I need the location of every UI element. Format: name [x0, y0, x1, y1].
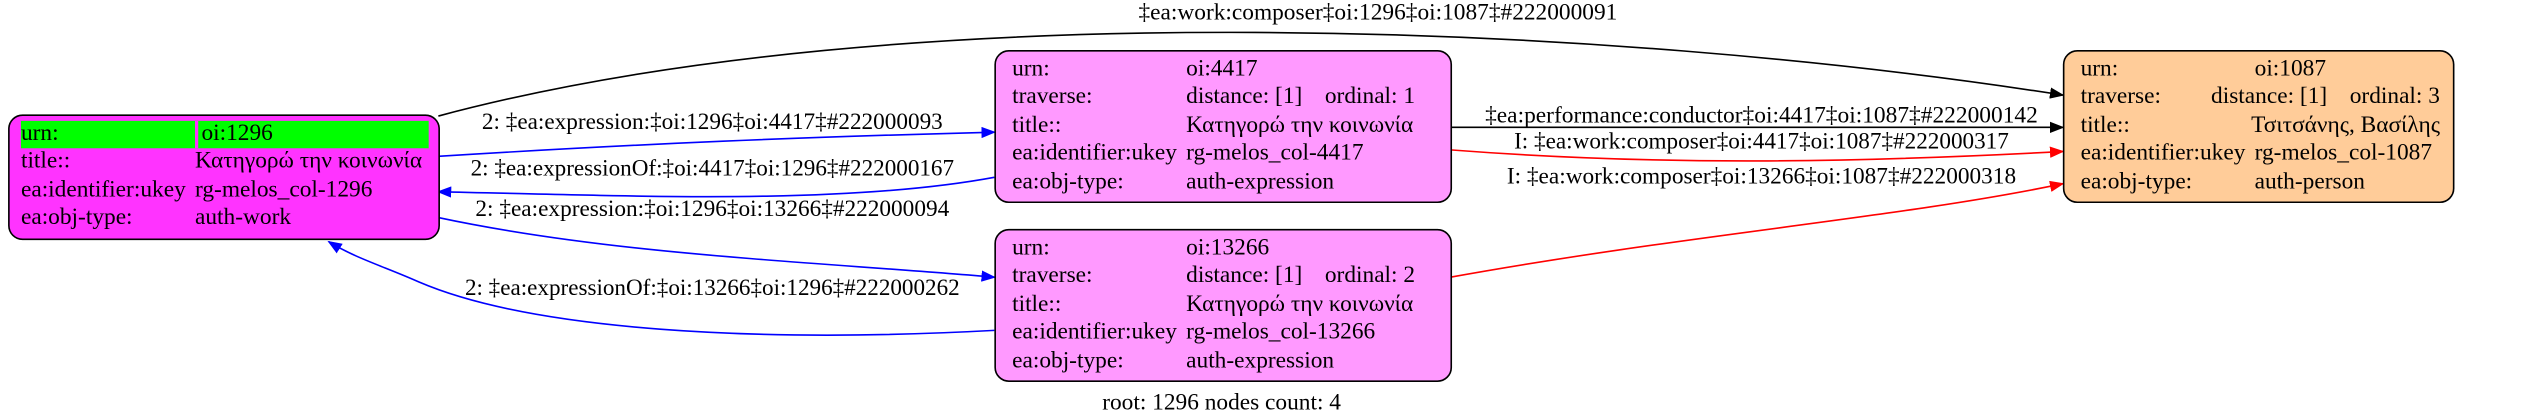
row-key: title:: — [1012, 112, 1062, 139]
edge-4417-1087-composer — [1450, 146, 2065, 162]
node-row-title: title::Κατηγορώ την κοινωνία — [1012, 291, 1437, 319]
row-key: urn: — [1012, 235, 1050, 262]
row-value: auth-expression — [1186, 347, 1335, 374]
row-value: auth-person — [2254, 168, 2365, 195]
row-value: oi:1087 — [2254, 56, 2327, 83]
row-key: ea:obj-type: — [1012, 347, 1124, 374]
row-value: Κατηγορώ την κοινωνία — [1186, 291, 1414, 318]
footer-label: root: 1296 nodes count: 4 — [1102, 389, 1341, 415]
row-key: ea:identifier:ukey — [2080, 140, 2246, 167]
row-value: distance: [1] — [2211, 84, 2328, 111]
row-key: traverse: — [1012, 263, 1093, 290]
edge-label: 2: ‡ea:expression:‡oi:1296‡oi:13266‡#222… — [475, 196, 949, 222]
edge-label: I: ‡ea:work:composer‡oi:4417‡oi:1087‡#22… — [1514, 128, 2009, 154]
node-row-ukey: ea:identifier:ukey rg-melos_col-1087 — [2081, 140, 2440, 168]
row-value: oi:1296 — [201, 120, 273, 147]
node-row-urn: urn: oi:4417 — [1012, 56, 1437, 84]
edge-1296-13266 — [438, 216, 996, 282]
row-value: auth-expression — [1186, 168, 1335, 195]
node-row-traverse: traverse: distance: [1] ordinal: 2 — [1012, 263, 1437, 291]
row-ordinal: ordinal: 2 — [1324, 263, 1416, 290]
row-key: title:: — [1012, 291, 1062, 318]
node-row-title: title::Τσιτσάνης, Βασίλης — [2081, 112, 2440, 140]
row-key: ea:identifier:ukey — [1012, 319, 1177, 346]
node-row-title: title::Κατηγορώ την κοινωνία — [1012, 112, 1437, 140]
row-value: distance: [1] — [1186, 84, 1303, 111]
row-value: oi:13266 — [1186, 235, 1270, 262]
row-value: rg-melos_col-1087 — [2254, 140, 2433, 167]
row-value: Τσιτσάνης, Βασίλης — [2251, 112, 2440, 139]
node-row-objtype: ea:obj-type: auth-expression — [1012, 347, 1437, 375]
row-key: ea:obj-type: — [2080, 168, 2193, 195]
edge-4417-1296 — [436, 176, 995, 198]
row-key: traverse: — [2080, 84, 2162, 111]
node-row-objtype: ea:obj-type: auth-work — [21, 205, 429, 233]
row-ordinal: ordinal: 1 — [1324, 84, 1416, 111]
node-row-objtype: ea:obj-type: auth-expression — [1012, 169, 1437, 197]
edge-label: 2: ‡ea:expression:‡oi:1296‡oi:4417‡#2220… — [482, 109, 943, 135]
row-value: distance: [1] — [1186, 263, 1303, 290]
row-key: urn: — [1012, 56, 1050, 83]
row-value: rg-melos_col-1296 — [195, 176, 373, 203]
node-row-ukey: ea:identifier:ukey rg-melos_col-4417 — [1012, 140, 1437, 168]
row-key: title:: — [2080, 112, 2130, 139]
node-row-objtype: ea:obj-type: auth-person — [2081, 169, 2440, 197]
node-row-urn: urn:oi:1296 — [20, 120, 429, 149]
row-ordinal: ordinal: 3 — [2349, 84, 2440, 111]
row-key: ea:identifier:ukey — [1012, 140, 1177, 167]
node-row-urn: urn: oi:1087 — [2081, 56, 2440, 84]
row-key: urn: — [2080, 56, 2119, 83]
edge-label: I: ‡ea:work:composer‡oi:13266‡oi:1087‡#2… — [1507, 164, 2016, 190]
row-value: rg-melos_col-13266 — [1186, 319, 1376, 346]
row-value: oi:4417 — [1186, 56, 1258, 83]
row-key: ea:obj-type: — [1012, 168, 1124, 195]
node-row-urn: urn: oi:13266 — [1012, 235, 1437, 263]
row-value: auth-work — [195, 204, 292, 231]
node-4417[interactable]: urn: oi:4417 traverse: distance: [1] ordina… — [994, 49, 1453, 204]
edge-label: 2: ‡ea:expressionOf:‡oi:4417‡oi:1296‡#22… — [471, 156, 954, 182]
node-row-title: title::Κατηγορώ την κοινωνία — [21, 149, 429, 177]
row-value: Κατηγορώ την κοινωνία — [195, 148, 423, 175]
node-row-ukey: ea:identifier:ukey rg-melos_col-13266 — [1012, 319, 1437, 347]
edge-label: ‡ea:performance:conductor‡oi:4417‡oi:108… — [1485, 102, 2038, 128]
row-key: ea:identifier:ukey — [20, 176, 186, 203]
node-row-traverse: traverse: distance: [1] ordinal: 1 — [1012, 84, 1437, 112]
node-1087[interactable]: urn: oi:1087 traverse: distance: [1] ordina… — [2062, 49, 2455, 204]
row-key: ea:obj-type: — [20, 204, 133, 231]
edge-13266-1087-composer — [1450, 180, 2065, 278]
node-row-ukey: ea:identifier:ukey rg-melos_col-1296 — [21, 177, 429, 205]
edge-13266-1296 — [327, 240, 995, 336]
edge-1296-4417 — [438, 126, 996, 158]
node-1296[interactable]: urn:oi:1296 title::Κατηγορώ την κοινωνία… — [8, 114, 440, 241]
edge-1296-1087 — [438, 31, 2065, 117]
edge-label: 2: ‡ea:expressionOf:‡oi:13266‡oi:1296‡#2… — [465, 275, 960, 301]
row-key: traverse: — [1012, 84, 1093, 111]
row-value: Κατηγορώ την κοινωνία — [1186, 112, 1414, 139]
row-key: urn: — [21, 120, 199, 149]
row-value: rg-melos_col-4417 — [1186, 140, 1364, 167]
node-13266[interactable]: urn: oi:13266 traverse: distance: [1] ordin… — [994, 228, 1453, 382]
row-key: title:: — [20, 148, 71, 175]
node-row-traverse: traverse: distance: [1] ordinal: 3 — [2081, 84, 2440, 112]
edge-label: ‡ea:work:composer‡oi:1296‡oi:1087‡#22200… — [1139, 0, 1618, 25]
